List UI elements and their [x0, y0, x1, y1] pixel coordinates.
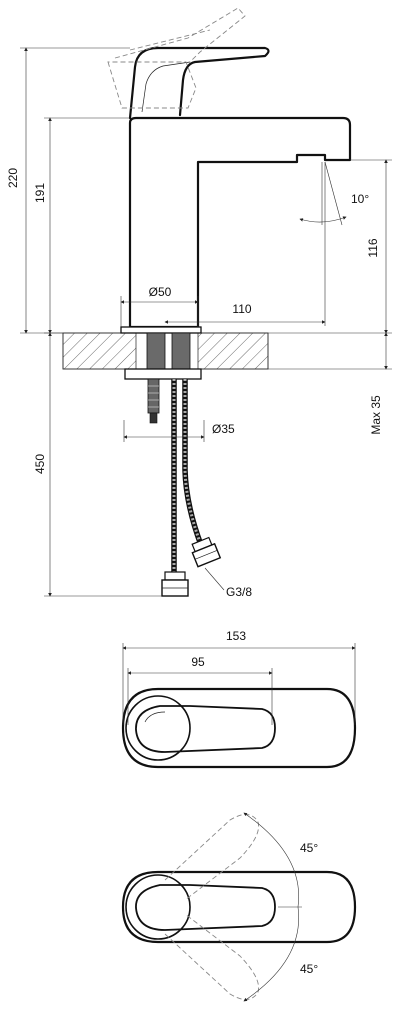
dim-lever-length-label: 95 — [191, 655, 205, 669]
top-view-2-body — [121, 870, 357, 944]
dim-thread-label: G3/8 — [226, 585, 252, 599]
top-view-1-body — [121, 687, 357, 769]
mounting-parts — [124, 332, 202, 424]
dim-lever-angle-label: 10° — [351, 192, 369, 206]
dim-outlet-height-label: 116 — [366, 238, 380, 257]
dim-rotation-angles: 45° 45° — [243, 812, 318, 1002]
top-view-2-ghost-handles — [164, 814, 260, 1000]
dim-total-height-label: 220 — [6, 168, 20, 188]
dim-max-thickness: Max 35 — [268, 332, 392, 435]
countertop — [62, 332, 269, 370]
top-view-2: 45° 45° — [121, 812, 357, 1002]
dim-hole-diameter: Ø35 — [123, 420, 235, 442]
dim-hose-length-label: 450 — [33, 454, 47, 474]
dim-angle-lower-label: 45° — [300, 962, 318, 976]
dim-lever-angle: 10° — [299, 161, 369, 226]
lever-handle — [128, 46, 270, 120]
dim-total-length: 153 — [122, 629, 356, 725]
dim-hole-diameter-label: Ø35 — [212, 422, 235, 436]
dim-spout-reach: 110 — [164, 162, 326, 326]
dim-base-diameter-label: Ø50 — [149, 285, 172, 299]
dim-angle-upper-label: 45° — [300, 841, 318, 855]
dim-hose-length: 450 — [33, 332, 162, 597]
lever-handle-ghost — [107, 7, 246, 109]
dim-total-height: 220 — [6, 47, 130, 334]
dim-outlet-height: 116 — [268, 159, 392, 334]
dim-total-length-label: 153 — [226, 629, 246, 643]
dim-spout-height-label: 191 — [33, 183, 47, 203]
dim-base-diameter: Ø50 — [120, 285, 199, 327]
dim-spout-reach-label: 110 — [232, 302, 251, 316]
side-view: 220 191 10° 116 Ø50 — [6, 7, 392, 599]
faucet-body — [120, 116, 352, 334]
dim-lever-length: 95 — [127, 655, 273, 725]
dim-spout-height: 191 — [33, 117, 130, 334]
top-view-1: 153 95 — [121, 629, 357, 769]
flex-hoses — [161, 379, 222, 597]
dim-max-thickness-label: Max 35 — [369, 395, 383, 435]
dim-thread: G3/8 — [204, 567, 252, 599]
